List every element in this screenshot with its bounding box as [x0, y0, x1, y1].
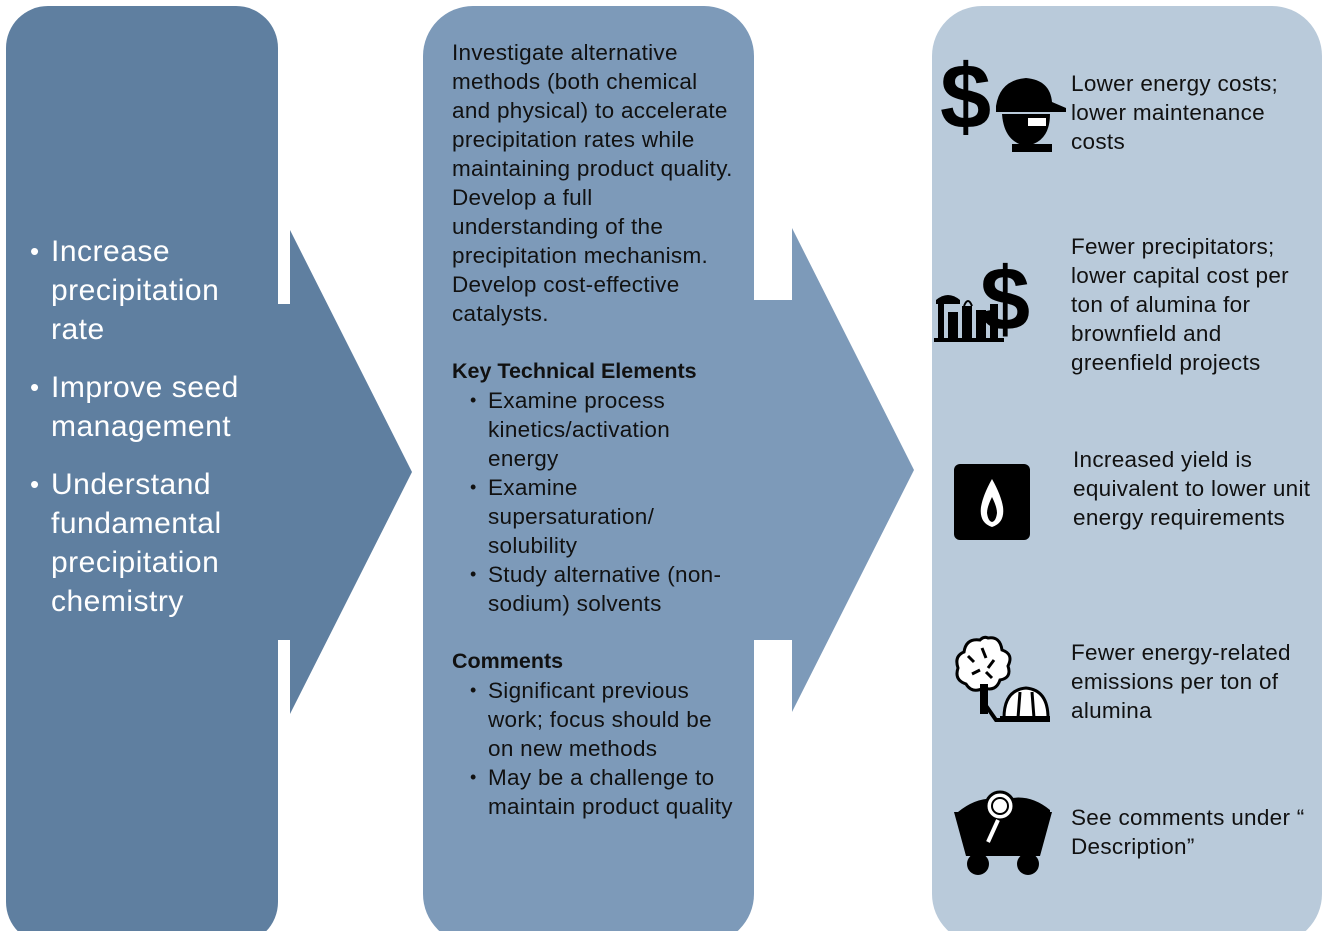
- dollar-worker-icon: $: [940, 50, 1066, 152]
- flame-icon: [954, 464, 1030, 540]
- benefit-text: Increased yield is equivalent to lower u…: [1073, 447, 1311, 530]
- arrow-1: [260, 230, 412, 714]
- plant-dollar-icon: $: [934, 250, 1030, 344]
- key-elements-heading: Key Technical Elements: [452, 359, 697, 383]
- objective-item: Improve seed management: [30, 368, 260, 446]
- svg-text:$: $: [980, 250, 1030, 344]
- key-element-item: Examine supersaturation/ solubility: [452, 473, 742, 560]
- description-text: Investigate alternative methods (both ch…: [452, 40, 733, 326]
- comment-item: May be a challenge to maintain product q…: [452, 763, 742, 821]
- svg-text:$: $: [940, 50, 991, 148]
- key-element-item: Examine process kinetics/activation ener…: [452, 386, 742, 473]
- key-element-item: Study alternative (non-sodium) solvents: [452, 560, 742, 618]
- arrow-2: [740, 228, 914, 712]
- key-elements-list: Examine process kinetics/activation ener…: [452, 386, 742, 618]
- benefit-text: Lower energy costs; lower maintenance co…: [1071, 71, 1279, 154]
- comments-heading: Comments: [452, 649, 564, 673]
- objective-item: Increase precipitation rate: [30, 232, 260, 349]
- comments-list: Significant previous work; focus should …: [452, 676, 742, 821]
- tree-hardhat-icon: [955, 635, 1050, 722]
- comment-item: Significant previous work; focus should …: [452, 676, 742, 763]
- description-panel: Investigate alternative methods (both ch…: [452, 38, 742, 850]
- benefit-text: See comments under “ Description”: [1071, 805, 1305, 859]
- ore-cart-icon: [954, 790, 1052, 875]
- benefit-text: Fewer energy-related emissions per ton o…: [1071, 640, 1291, 723]
- objectives-list: Increase precipitation rate Improve seed…: [30, 232, 260, 640]
- benefit-text: Fewer precipitators; lower capital cost …: [1071, 234, 1289, 375]
- objective-item: Understand fundamental precipitation che…: [30, 465, 260, 621]
